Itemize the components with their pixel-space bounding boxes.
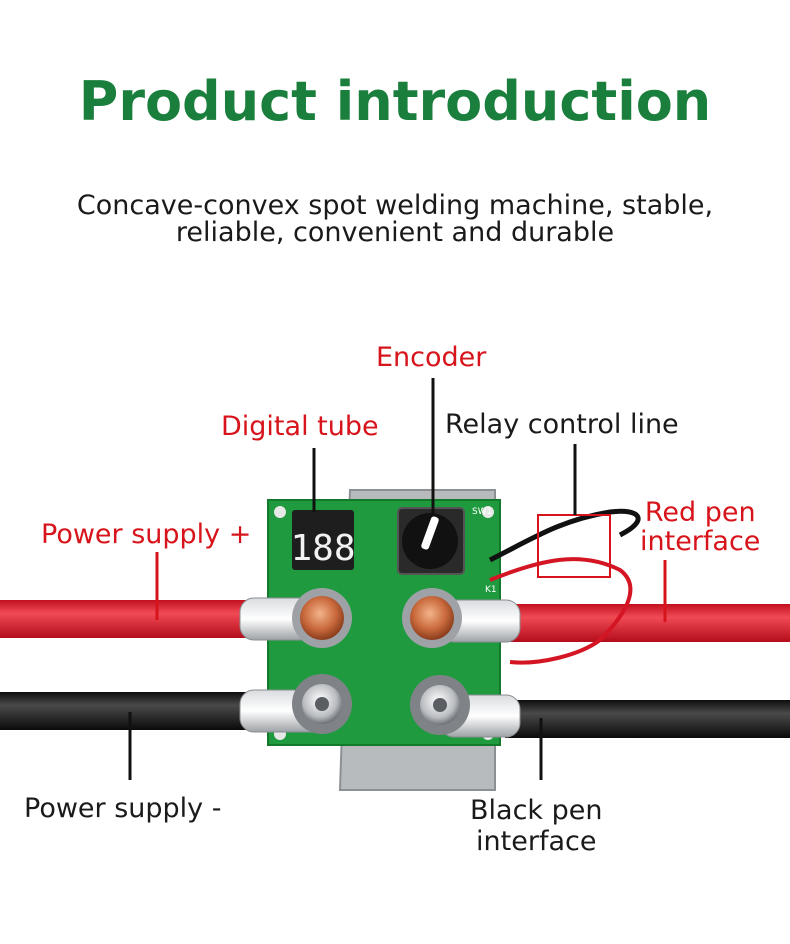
page-subtitle: Concave-convex spot welding machine, sta… [0,192,790,246]
label-relay-control-line: Relay control line [445,409,679,440]
label-black-pen-line2: interface [476,826,597,857]
label-digital-tube: Digital tube [221,411,379,442]
label-encoder: Encoder [376,342,487,373]
label-red-pen-interface: Red pen interface [640,498,760,556]
svg-text:SW1: SW1 [472,507,492,517]
svg-text:K1: K1 [485,585,497,595]
label-black-pen-line1: Black pen [470,795,603,826]
red-cable-left [0,600,250,638]
label-red-pen-line2: interface [640,526,761,557]
black-cable-left [0,692,250,730]
label-power-supply-minus: Power supply - [24,793,222,824]
label-black-pen-interface: Black pen interface [470,795,603,857]
digital-tube-digits: 188 [290,528,355,569]
subtitle-line-1: Concave-convex spot welding machine, sta… [76,190,714,221]
red-cable-right [510,604,790,642]
black-cable-right [505,700,790,738]
label-red-pen-line1: Red pen [644,497,756,528]
label-power-supply-plus: Power supply + [41,519,252,550]
digital-tube [292,510,354,570]
subtitle-line-2: reliable, convenient and durable [175,217,615,248]
page-title: Product introduction [78,70,712,133]
relay-control-line-box [537,514,611,578]
